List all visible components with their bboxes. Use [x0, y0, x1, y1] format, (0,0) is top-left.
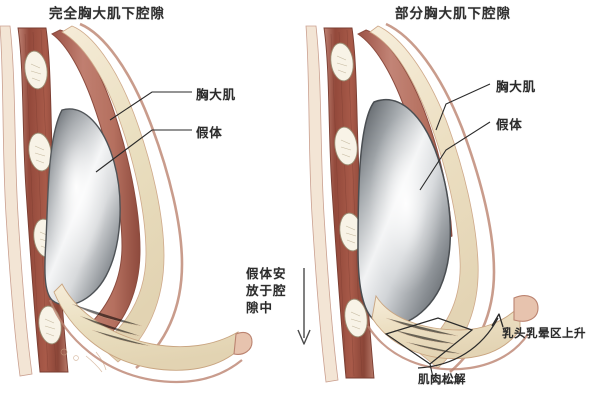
nipple [233, 331, 253, 355]
leader-pectoralis [109, 91, 192, 121]
label-muscle-release: 肌肉松解 [418, 372, 466, 386]
label-pectoralis-right: 胸大肌 [496, 79, 536, 94]
leader-lines-right [419, 83, 491, 191]
implant-highlight [44, 109, 121, 306]
skin-contour-line [79, 22, 184, 370]
label-nipple-rise: 乳头乳晕区上升 [502, 326, 586, 340]
breast-lower-contour [367, 325, 529, 371]
inframammary-detail [60, 348, 107, 373]
panel-title-left: 完全胸大肌下腔隙 [49, 6, 165, 22]
subcutaneous-fat-layer [61, 25, 165, 363]
nipple [513, 295, 539, 322]
implant-highlight [358, 99, 451, 326]
subcutaneous-fat-layer [369, 25, 479, 369]
chest-skin-layer [0, 25, 33, 377]
right-anatomy-drawing [297, 22, 539, 383]
leader-implant [419, 121, 491, 191]
left-anatomy-drawing [0, 22, 253, 384]
tissue-texture [71, 303, 151, 347]
label-pocket-note: 假体安放于腔隙中 [246, 266, 287, 315]
panel-partial-submuscular: 部分胸大肌下腔隙 [246, 0, 600, 400]
label-pectoralis-left: 胸大肌 [196, 87, 236, 102]
leader-muscle-release [429, 363, 460, 383]
skin-contour-line [385, 22, 496, 373]
breast-lower-contour [48, 299, 243, 384]
muscle-release-region [384, 317, 474, 365]
label-implant-right: 假体 [496, 117, 523, 132]
panel-title-right: 部分胸大肌下腔隙 [395, 6, 511, 22]
nipple-rise-arrow [417, 313, 504, 369]
tissue-texture [385, 317, 463, 355]
rib-cross-sections [330, 42, 368, 338]
label-implant-left: 假体 [196, 125, 223, 140]
pocket-down-arrow [297, 268, 311, 345]
leader-implant [95, 129, 192, 173]
chest-skin-layer [305, 25, 339, 383]
panel-complete-submuscular: 完全胸大肌下腔隙 [0, 0, 290, 400]
leader-lines-left [95, 91, 192, 173]
leader-pectoralis [435, 83, 491, 131]
